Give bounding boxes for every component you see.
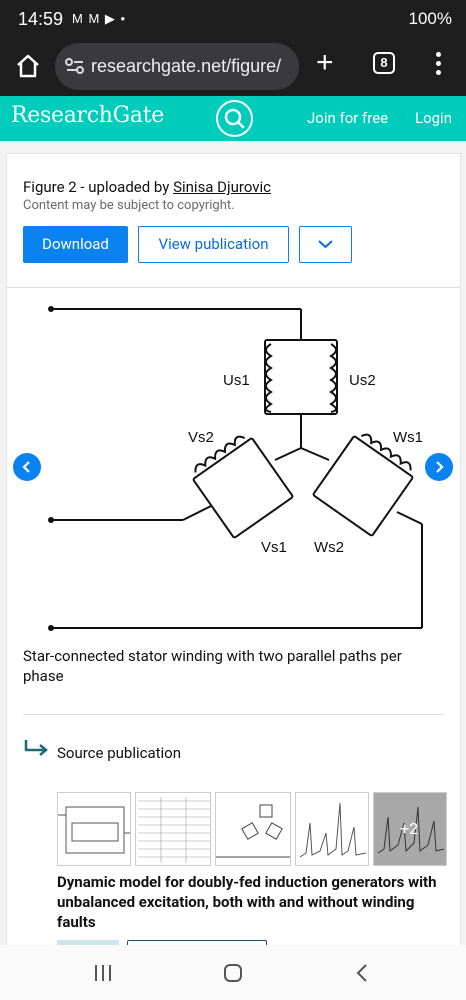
chevron-down-icon [318, 240, 333, 249]
source-arrow-icon [24, 740, 48, 756]
status-time: 14:59 [18, 9, 64, 29]
label-us1: Us1 [223, 372, 250, 389]
figure-image: Us1 Us2 Vs2 Ws1 Vs1 Ws2 [7, 287, 460, 633]
chevron-left-icon [22, 461, 30, 473]
site-header: ResearchGate Join for free Login [0, 96, 466, 141]
thumbnail-spectrum-1[interactable] [295, 792, 369, 866]
label-ws1: Ws1 [393, 429, 423, 446]
login-link[interactable]: Login [415, 109, 452, 127]
figure-title: Figure 2 - uploaded by Sinisa Djurovic [23, 178, 272, 196]
notification-icons: M M ▶ • [72, 11, 127, 26]
home-button[interactable] [14, 52, 42, 80]
divider [23, 714, 443, 715]
copyright-note: Content may be subject to copyright. [23, 198, 235, 213]
system-navigation-bar [0, 945, 466, 1000]
url-bar[interactable]: researchgate.net/figure/ [55, 43, 299, 90]
search-icon [224, 108, 245, 129]
download-button[interactable]: Download [23, 226, 128, 263]
join-link[interactable]: Join for free [307, 109, 389, 127]
thumbnail-diagram-1[interactable] [57, 792, 131, 866]
search-button[interactable] [216, 100, 253, 137]
figure-caption: Star-connected stator winding with two p… [23, 647, 402, 685]
label-vs1: Vs1 [261, 539, 287, 556]
thumbnail-table[interactable] [135, 792, 211, 866]
stator-winding-diagram: Us1 Us2 Vs2 Ws1 Vs1 Ws2 [48, 306, 423, 631]
status-bar: 14:59 M M ▶ • 100% [0, 0, 466, 38]
label-ws2: Ws2 [314, 539, 344, 556]
site-logo[interactable]: ResearchGate [11, 103, 164, 128]
more-thumbnails-count: +2 [400, 819, 419, 838]
figure-card: Figure 2 - uploaded by Sinisa Djurovic C… [6, 153, 461, 954]
home-icon [17, 54, 39, 78]
battery-level: 100% [408, 9, 452, 28]
back-icon[interactable] [354, 962, 370, 984]
label-vs2: Vs2 [188, 429, 214, 446]
browser-toolbar: researchgate.net/figure/ + 8 [0, 38, 466, 96]
home-nav-icon[interactable] [222, 962, 244, 984]
site-settings-icon[interactable] [65, 57, 85, 75]
browser-menu-button[interactable] [434, 52, 442, 76]
tab-switcher-button[interactable]: 8 [373, 52, 395, 74]
source-publication-label: Source publication [57, 744, 182, 762]
url-text: researchgate.net/figure/ [91, 56, 282, 76]
chevron-right-icon [436, 461, 444, 473]
thumbnail-winding[interactable] [215, 792, 291, 866]
new-tab-button[interactable]: + [316, 46, 334, 79]
more-options-button[interactable] [299, 226, 352, 263]
view-publication-button[interactable]: View publication [138, 226, 289, 263]
publication-thumbnails[interactable]: +2 [57, 792, 447, 868]
previous-figure-button[interactable] [13, 453, 41, 481]
uploader-link[interactable]: Sinisa Djurovic [173, 178, 272, 196]
recent-apps-icon[interactable] [92, 963, 114, 983]
label-us2: Us2 [349, 372, 376, 389]
publication-title[interactable]: Dynamic model for doubly-fed induction g… [57, 873, 437, 931]
thumbnail-spectrum-2[interactable]: +2 [373, 792, 447, 866]
next-figure-button[interactable] [425, 453, 453, 481]
